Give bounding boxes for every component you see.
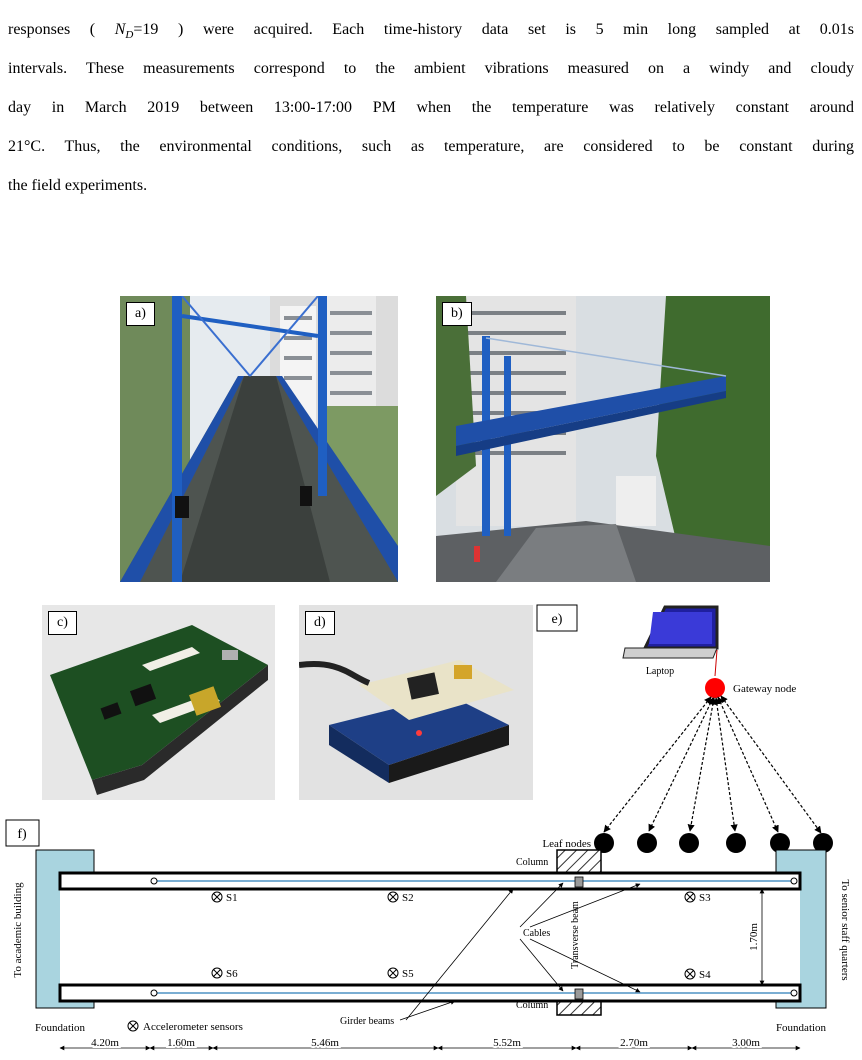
leaf-node-4 (726, 833, 746, 853)
paragraph-line-3: day in March 2019 between 13:00-17:00 PM… (8, 99, 854, 116)
sensor-label-s2: S2 (402, 892, 414, 904)
wireless-node-illustration (299, 605, 533, 800)
sensor-s6 (211, 967, 223, 979)
cable-saddle-top (574, 876, 584, 888)
laptop-label: Laptop (646, 666, 674, 677)
sensor-label-s6: S6 (226, 968, 238, 980)
paragraph-line-5: the field experiments. (8, 177, 148, 194)
paragraph-line-4: 21°C. Thus, the environmental conditions… (8, 138, 854, 155)
cables-label: Cables (523, 928, 550, 939)
column-top-label: Column (516, 857, 548, 868)
link-leaf-6 (720, 695, 822, 834)
sensor-label-s5: S5 (402, 968, 414, 980)
girder-beam-bottom (58, 983, 802, 1003)
foundation-right-label: Foundation (776, 1022, 827, 1034)
panel-label-c: c) (48, 611, 77, 635)
paragraph-line-2: intervals. These measurements correspond… (8, 60, 854, 77)
span-label-5: 2.70m (620, 1037, 648, 1049)
span-label-4: 5.52m (493, 1037, 521, 1049)
leaf-node-1 (594, 833, 614, 853)
span-label-2: 1.60m (167, 1037, 195, 1049)
foundation-left-label: Foundation (35, 1022, 86, 1034)
cable-anchor (150, 877, 158, 885)
cable-anchor (790, 877, 798, 885)
sensor-s4 (684, 968, 696, 980)
leaf-node-3 (679, 833, 699, 853)
paragraph-line-1: responses ( ND=19 ) were acquired. Each … (8, 21, 855, 42)
cable-anchor (150, 989, 158, 997)
link-leaf-1 (603, 696, 712, 833)
bridge-plan-diagram: f) Foundation Foundation S1 S2 S3 S4 (5, 819, 851, 1051)
panel-label-e: e) (552, 612, 563, 627)
girders-label: Girder beams (340, 1016, 394, 1027)
laptop-icon (622, 605, 719, 677)
sensor-label-s4: S4 (699, 969, 711, 981)
left-direction-label: To academic building (12, 882, 24, 978)
leaf-node-2 (637, 833, 657, 853)
gateway-label: Gateway node (733, 683, 796, 695)
bridge-side-illustration (436, 296, 770, 582)
panel-label-f: f) (17, 827, 27, 842)
panel-label-a: a) (126, 302, 155, 326)
panel-label-b: b) (442, 302, 472, 326)
sensor-legend-icon (127, 1020, 139, 1032)
nd-variable: ND (114, 21, 134, 42)
width-dimension-label: 1.70m (748, 923, 760, 951)
sensor-s2 (387, 891, 399, 903)
sensor-s1 (211, 891, 223, 903)
girder-beam-top (58, 871, 802, 891)
sensor-s5 (387, 967, 399, 979)
span-label-1: 4.20m (91, 1037, 119, 1049)
link-leaf-5 (717, 696, 779, 833)
span-label-6: 3.00m (732, 1037, 760, 1049)
leaf-node-5 (770, 833, 790, 853)
gateway-node (705, 678, 725, 698)
wireless-network-diagram: e) Laptop Gateway node Leaf nodes (536, 604, 833, 853)
sensor-board-illustration (42, 605, 275, 800)
cable-saddle-bottom (574, 988, 584, 1000)
leaf-label: Leaf nodes (542, 838, 591, 850)
photo-bridge-deck: a) (120, 296, 398, 582)
sensor-label-s3: S3 (699, 892, 711, 904)
cable-anchor (790, 989, 798, 997)
sensor-legend-label: Accelerometer sensors (143, 1021, 243, 1033)
sensor-label-s1: S1 (226, 892, 238, 904)
sensor-s3 (684, 891, 696, 903)
link-leaf-4 (713, 697, 738, 832)
transverse-beam-label: Transverse beam (570, 901, 581, 969)
link-leaf-2 (648, 697, 714, 832)
right-direction-label: To senior staff quarters (839, 879, 851, 980)
span-label-3: 5.46m (311, 1037, 339, 1049)
photo-sensor-board: c) (42, 605, 275, 800)
bridge-deck (60, 873, 800, 1001)
column-bottom-label: Column (516, 1000, 548, 1011)
photo-wireless-node: d) (299, 605, 533, 800)
link-leaf-3 (687, 697, 717, 832)
bridge-deck-illustration (120, 296, 398, 582)
body-paragraph: responses ( ND=19 ) were acquired. Each … (8, 10, 854, 205)
panel-label-d: d) (305, 611, 335, 635)
leaf-node-6 (813, 833, 833, 853)
photo-bridge-side: b) (436, 296, 770, 582)
